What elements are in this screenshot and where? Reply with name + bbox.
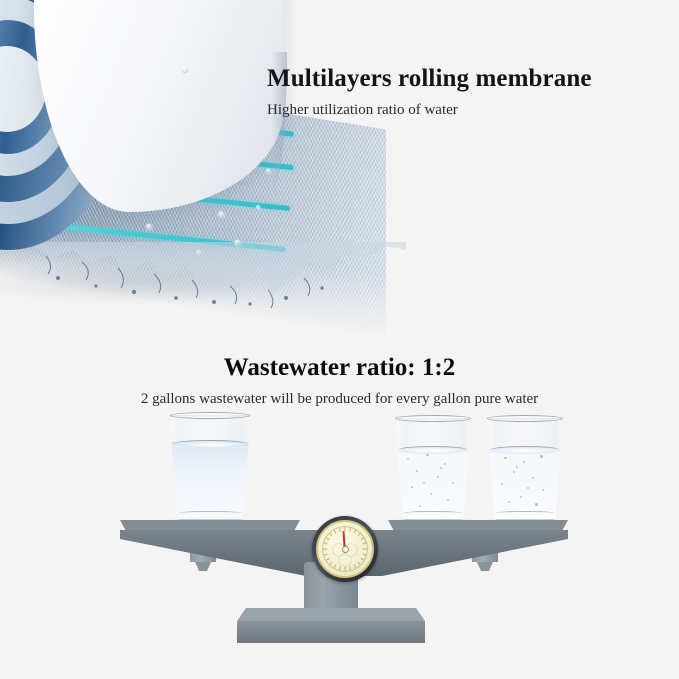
scale-pan-left	[120, 520, 300, 531]
bubble	[437, 475, 440, 478]
glass-rim	[395, 415, 471, 422]
membrane-text-block: Multilayers rolling membrane Higher util…	[267, 64, 667, 119]
glass-base	[402, 511, 464, 517]
bubble	[446, 499, 449, 502]
water-droplet	[218, 210, 225, 219]
water-droplet	[256, 204, 261, 211]
wastewater-glass-2	[482, 415, 568, 521]
glass-base	[177, 511, 243, 517]
bubble	[429, 493, 432, 496]
bubble	[531, 477, 535, 480]
scale-base-front	[237, 621, 425, 643]
glass-water-fizzy	[396, 448, 470, 521]
glass-water-clean	[171, 442, 249, 521]
bubble	[419, 504, 422, 508]
wastewater-glass-1	[390, 415, 476, 521]
water-surface	[489, 446, 561, 454]
glass-outline	[396, 418, 470, 521]
bubble	[507, 500, 510, 503]
bubble	[439, 466, 442, 469]
scale-base-top	[237, 608, 425, 621]
dial-hub	[341, 545, 349, 553]
scale-dial-gauge	[312, 516, 378, 582]
bubble	[410, 485, 413, 488]
glass-base	[494, 511, 556, 517]
membrane-subtitle: Higher utilization ratio of water	[267, 101, 458, 118]
water-droplet	[234, 239, 242, 249]
bubble	[426, 453, 429, 457]
bubble	[516, 465, 519, 468]
wastewater-subtitle: 2 gallons wastewater will be produced fo…	[140, 391, 539, 407]
bubble	[512, 471, 515, 474]
dial-face	[316, 520, 374, 578]
bubble	[407, 458, 410, 461]
water-droplet	[182, 66, 188, 72]
membrane-title: Multilayers rolling membrane	[267, 65, 592, 92]
water-droplet	[196, 249, 202, 257]
glass-water-fizzy	[488, 448, 562, 521]
bubble	[415, 469, 418, 473]
dial-ticks	[322, 526, 368, 572]
bubble	[535, 503, 538, 506]
scale-pan-right	[388, 520, 568, 531]
water-surface	[172, 440, 248, 448]
membrane-section: Multilayers rolling membrane Higher util…	[0, 0, 667, 340]
glass-outline	[488, 418, 562, 521]
wastewater-title: Wastewater ratio: 1:2	[223, 354, 456, 381]
bubble	[540, 455, 543, 458]
bubble	[523, 461, 526, 464]
water-droplet	[146, 223, 153, 232]
pure-water-glass	[164, 412, 256, 521]
membrane-white-sheet	[34, 0, 287, 212]
wastewater-text-block: Wastewater ratio: 1:2 2 gallons wastewat…	[0, 353, 679, 408]
bubble	[451, 481, 455, 484]
glass-rim	[169, 412, 251, 419]
wastewater-section: Wastewater ratio: 1:2 2 gallons wastewat…	[0, 340, 679, 679]
membrane-illustration	[0, 0, 416, 340]
glass-outline	[170, 415, 249, 521]
bubble	[444, 462, 447, 465]
balance-scale-illustration	[120, 412, 572, 662]
bubble	[504, 456, 507, 459]
bubble	[519, 496, 522, 499]
bubble	[526, 487, 529, 490]
glass-rim	[487, 415, 563, 422]
water-surface	[397, 446, 469, 454]
bubble	[500, 483, 503, 486]
bubble	[542, 488, 545, 491]
bubble	[422, 481, 425, 484]
